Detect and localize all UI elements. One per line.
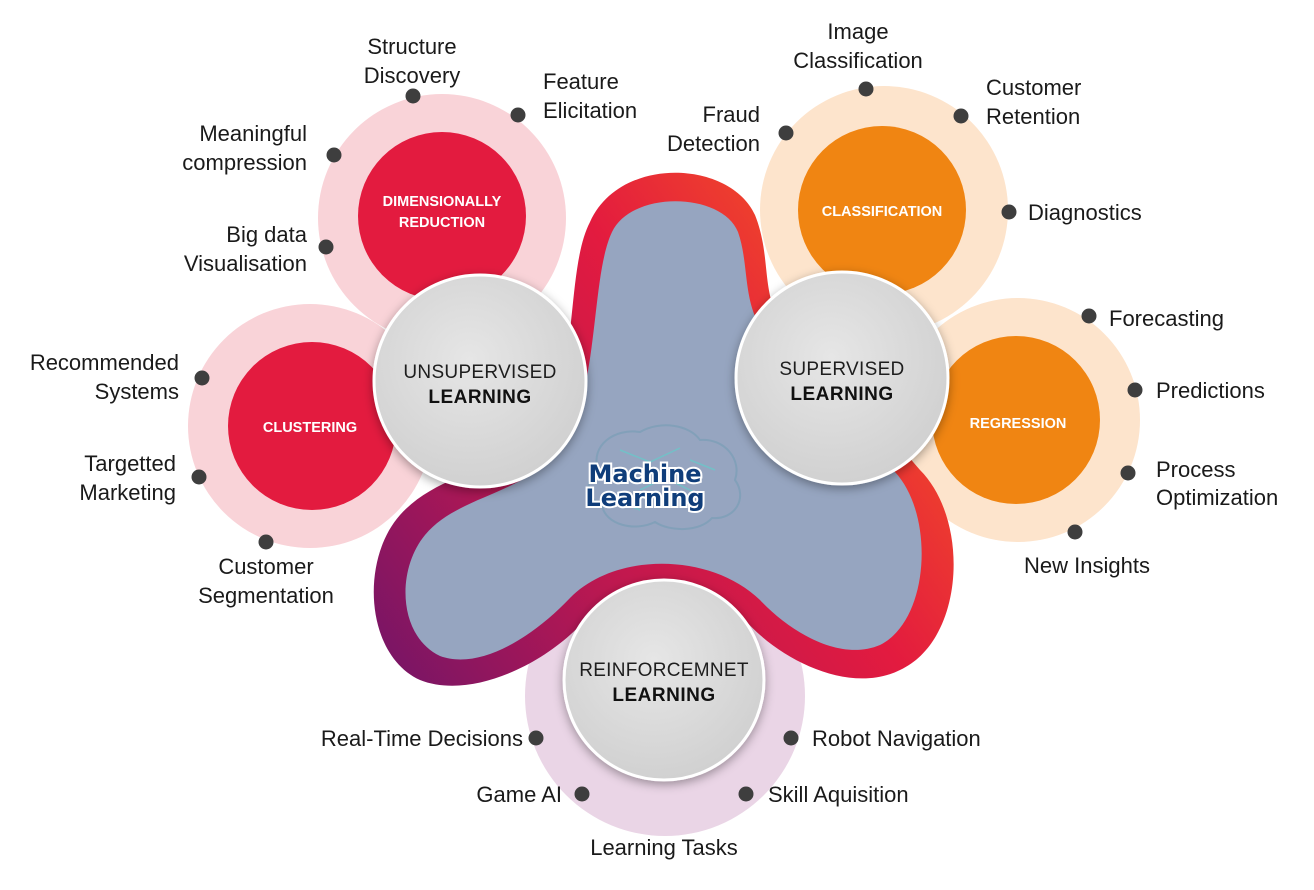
central-trefoil <box>373 172 954 686</box>
bullet-dot <box>528 730 544 746</box>
bullet-dot <box>858 81 874 97</box>
bullet-dot <box>194 370 210 386</box>
bullet-dot <box>405 88 421 104</box>
leaf-label: Game AI <box>476 782 562 807</box>
bullet-dot <box>953 108 969 124</box>
bullet-dot <box>1081 308 1097 324</box>
leaf-label: Customer <box>218 554 313 579</box>
leaf-label: Recommended <box>30 350 179 375</box>
bullet-dot <box>574 786 590 802</box>
leaf-label: Systems <box>95 379 179 404</box>
bullet-dot <box>1127 382 1143 398</box>
reinforcement-learning-hub: REINFORCEMNET LEARNING <box>562 578 766 782</box>
leaf-label: Skill Aquisition <box>768 782 909 807</box>
unsupervised-learning-hub: UNSUPERVISED LEARNING <box>372 273 588 489</box>
leaf-label: Classification <box>793 48 923 73</box>
brain-icon <box>587 424 741 531</box>
leaf-label: Targetted <box>84 451 176 476</box>
hub-label-line-2: LEARNING <box>790 384 893 405</box>
classification-category-circle <box>798 126 966 294</box>
logo-line-1: Machine <box>589 460 702 488</box>
hub-label-line-1: SUPERVISED <box>779 359 904 380</box>
leaf-label: Optimization <box>1156 485 1278 510</box>
dimensionality-label-line-1: DIMENSIONALLY <box>383 194 502 210</box>
bullet-dot <box>510 107 526 123</box>
leaf-label: compression <box>182 150 307 175</box>
leaf-label: Customer <box>986 75 1081 100</box>
leaf-label: Marketing <box>79 480 176 505</box>
leaf-label: Meaningful <box>199 121 307 146</box>
logo-line-2: Learning <box>585 484 704 512</box>
regression-label: REGRESSION <box>970 416 1067 432</box>
leaf-label: Predictions <box>1156 378 1265 403</box>
leaf-label: Diagnostics <box>1028 200 1142 225</box>
leaf-label: Segmentation <box>198 583 334 608</box>
clustering-category-circle <box>228 342 396 510</box>
leaf-label: Learning Tasks <box>590 835 738 860</box>
bullet-dot <box>783 730 799 746</box>
leaf-label: Elicitation <box>543 98 637 123</box>
hub-label-line-2: LEARNING <box>428 387 531 408</box>
leaf-label: Image <box>827 19 888 44</box>
bullet-dot <box>326 147 342 163</box>
leaf-label: Discovery <box>364 63 461 88</box>
bullet-dot <box>191 469 207 485</box>
hub-label-line-2: LEARNING <box>612 685 715 706</box>
leaf-label: Visualisation <box>184 251 307 276</box>
leaf-label: Robot Navigation <box>812 726 981 751</box>
leaf-dots <box>191 81 1143 802</box>
clustering-label: CLUSTERING <box>263 420 357 436</box>
bullet-dot <box>738 786 754 802</box>
leaf-label: Process <box>1156 457 1235 482</box>
leaf-label: New Insights <box>1024 553 1150 578</box>
leaf-label: Big data <box>226 222 307 247</box>
hub-label-line-1: UNSUPERVISED <box>403 362 556 383</box>
leaf-label: Structure <box>367 34 456 59</box>
leaf-label: Feature <box>543 69 619 94</box>
bullet-dot <box>1067 524 1083 540</box>
bullet-dot <box>778 125 794 141</box>
bullet-dot <box>1001 204 1017 220</box>
leaf-label: Detection <box>667 131 760 156</box>
leaf-label: Retention <box>986 104 1080 129</box>
leaf-label: Forecasting <box>1109 306 1224 331</box>
leaf-label: Fraud <box>703 102 760 127</box>
supervised-learning-hub: SUPERVISED LEARNING <box>734 270 950 486</box>
bullet-dot <box>1120 465 1136 481</box>
bullet-dot <box>318 239 334 255</box>
regression-category-circle <box>932 336 1100 504</box>
dimensionality-label-line-2: REDUCTION <box>399 215 485 231</box>
dimensionality-category-circle <box>358 132 526 300</box>
hub-label-line-1: REINFORCEMNET <box>579 660 749 681</box>
classification-label: CLASSIFICATION <box>822 204 943 220</box>
machine-learning-logo: Machine Learning <box>583 424 741 531</box>
bullet-dot <box>258 534 274 550</box>
leaf-label: Real-Time Decisions <box>321 726 523 751</box>
